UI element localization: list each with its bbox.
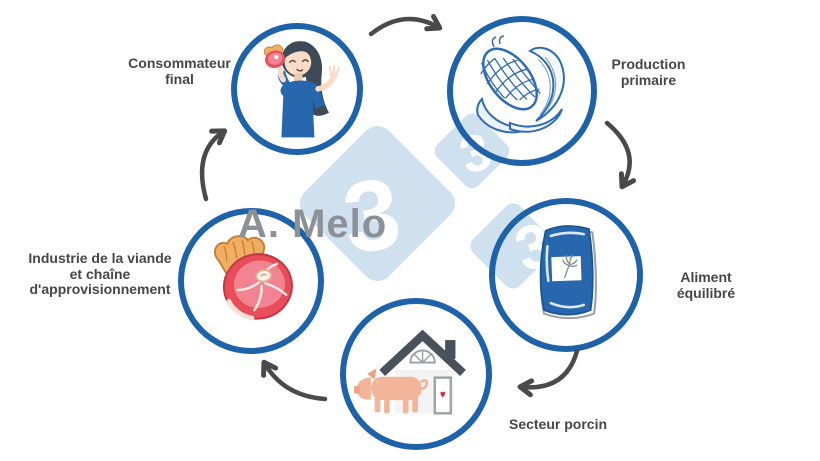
node-circle-consommateur-final <box>231 23 363 155</box>
pig-house-icon <box>354 323 478 426</box>
node-circle-production-primaire <box>447 16 597 166</box>
node-label-industrie-viande: Industrie de la viande et chaîne d'appro… <box>28 250 172 297</box>
node-label-production-primaire: Production primaire <box>611 56 686 88</box>
ham-icon <box>198 230 304 333</box>
node-circle-secteur-porcin <box>340 298 492 450</box>
watermark-author-name: A. Melo <box>238 202 388 246</box>
feed-bag-icon <box>525 217 607 334</box>
node-label-aliment-equilibre: Aliment équilibré <box>676 269 736 301</box>
eating-person-icon <box>246 32 348 147</box>
arrow-consumer-to-production <box>368 14 443 37</box>
arrow-production-to-feed <box>604 120 637 190</box>
node-label-secteur-porcin: Secteur porcin <box>508 416 608 432</box>
arrow-feed-to-pig <box>517 348 580 398</box>
node-circle-industrie-viande <box>178 208 324 354</box>
corn-icon <box>466 34 578 148</box>
arrow-pig-to-industry <box>261 359 328 402</box>
arrow-industry-to-consumer <box>199 128 228 202</box>
node-circle-aliment-equilibre <box>489 198 643 352</box>
node-label-consommateur-final: Consommateur final <box>128 55 231 87</box>
